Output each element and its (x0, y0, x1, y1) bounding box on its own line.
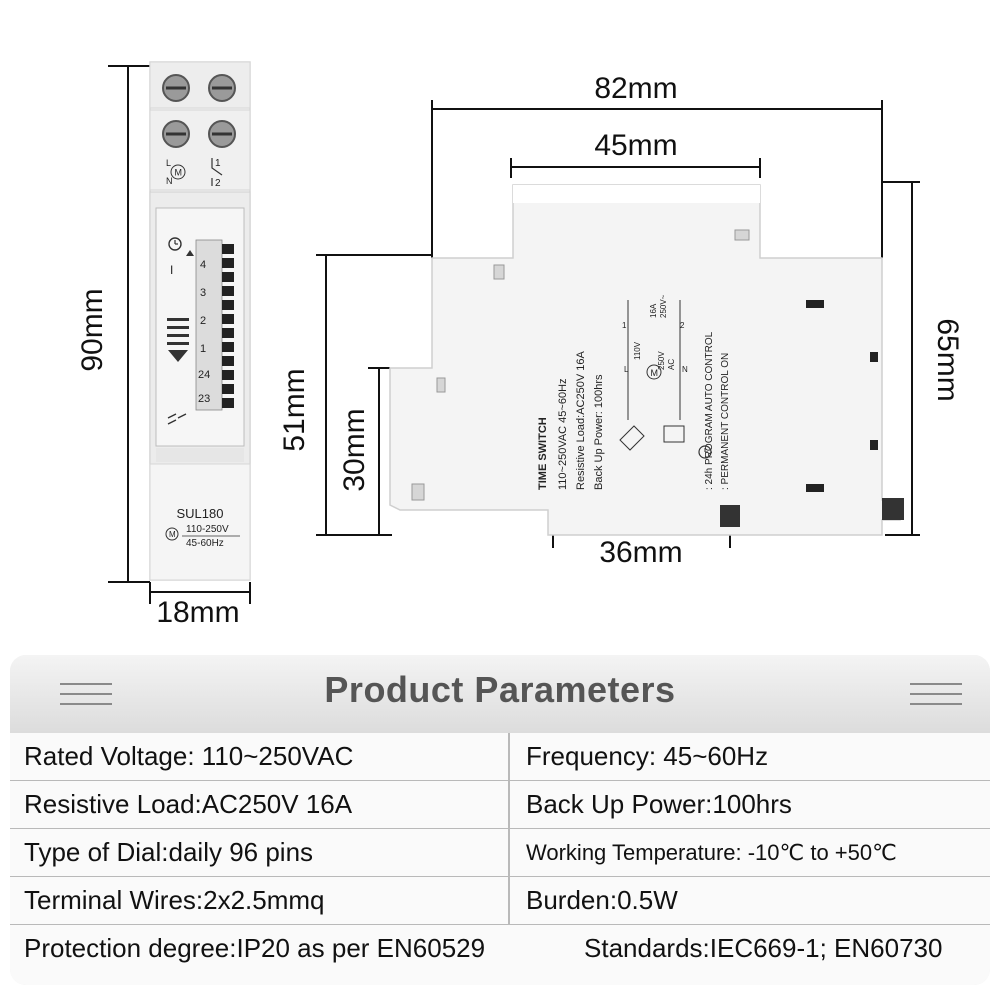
menu-lines-icon (910, 683, 962, 705)
terminal-label-l: L (166, 158, 171, 168)
motor-symbol: M (175, 168, 183, 178)
dim-51mm: 51mm (278, 368, 311, 451)
dim-90mm: 90mm (76, 288, 109, 371)
motor-icon (170, 164, 186, 180)
side-spec-1: 110~250VAC 45~60Hz (557, 378, 569, 490)
screw-icon (162, 74, 190, 102)
wiring-l: L (624, 365, 629, 374)
wiring-load-2: 250V~ (659, 294, 668, 318)
model-label: SUL180 (177, 506, 224, 521)
hand-dial-icon (619, 425, 685, 451)
voltage-label: 110-250V (186, 524, 229, 535)
dial-number: 2 (200, 315, 206, 327)
wiring-n: N (682, 365, 688, 374)
dial-number: 1 (200, 343, 206, 355)
terminal-label-n: N (166, 176, 173, 186)
side-legend-1: : 24h PROGRAM AUTO CONTROL (704, 331, 715, 490)
table-row: Rated Voltage: 110~250VAC Frequency: 45~… (10, 733, 990, 781)
param-backup-power: Back Up Power:100hrs (526, 789, 792, 819)
param-rated-voltage: Rated Voltage: 110~250VAC (24, 741, 354, 771)
params-header: Product Parameters (10, 655, 990, 733)
param-terminal-wires: Terminal Wires:2x2.5mmq (24, 885, 325, 915)
wiring-diagram: M 110V 250V AC 16A 250V~ L N 1 2 (619, 294, 688, 451)
screw-icon (208, 74, 236, 102)
param-working-temperature: Working Temperature: -10℃ to +50℃ (526, 840, 897, 865)
wiring-load-1: 16A (649, 303, 658, 318)
dial-number: 23 (198, 393, 210, 405)
table-row: Type of Dial:daily 96 pins Working Tempe… (10, 829, 990, 877)
wiring-2: 2 (680, 321, 685, 330)
dial-number: 4 (200, 259, 206, 271)
dim-30mm: 30mm (338, 408, 371, 491)
dim-18mm: 18mm (156, 596, 239, 629)
product-parameters-panel: Product Parameters Rated Voltage: 110~25… (10, 655, 990, 985)
dim-65mm: 65mm (931, 318, 964, 401)
dim-36mm: 36mm (599, 536, 682, 569)
frequency-label: 45-60Hz (186, 538, 224, 549)
param-dial-type: Type of Dial:daily 96 pins (24, 837, 314, 867)
terminal-label-2: 2 (215, 178, 221, 189)
side-label: TIME SWITCH 110~250VAC 45~60Hz Resistive… (537, 351, 605, 490)
screw-icon (208, 120, 236, 148)
motor-icon (165, 527, 179, 541)
switch-mark: I (170, 263, 173, 277)
side-view: 82mm 45mm 65mm 51mm 30mm 36mm (278, 72, 964, 569)
params-table: Rated Voltage: 110~250VAC Frequency: 45~… (10, 733, 990, 985)
side-title: TIME SWITCH (537, 417, 549, 490)
table-row: Protection degree:IP20 as per EN60529 St… (10, 925, 990, 972)
side-spec-2: Resistive Load:AC250V 16A (575, 351, 587, 490)
switch-symbol-icon (167, 413, 187, 425)
down-arrow-icon (167, 318, 189, 362)
dim-82mm: 82mm (594, 72, 677, 105)
dim-45mm: 45mm (594, 129, 677, 162)
param-standards: Standards:IEC669-1; EN60730 (584, 933, 943, 963)
wiring-1: 1 (622, 321, 627, 330)
dimension-drawing: 90mm L N M 1 2 (76, 61, 964, 629)
dial-number: 3 (200, 287, 206, 299)
table-row: Resistive Load:AC250V 16A Back Up Power:… (10, 781, 990, 829)
param-burden: Burden:0.5W (526, 885, 678, 915)
param-protection-degree: Protection degree:IP20 as per EN60529 (24, 933, 486, 963)
param-frequency: Frequency: 45~60Hz (526, 741, 769, 771)
menu-lines-icon (60, 683, 112, 705)
param-resistive-load: Resistive Load:AC250V 16A (24, 789, 353, 819)
wiring-ac2: AC (667, 359, 676, 370)
table-row: Terminal Wires:2x2.5mmq Burden:0.5W (10, 877, 990, 925)
motor-icon (646, 364, 662, 380)
front-view: 90mm L N M 1 2 (76, 61, 251, 629)
wiring-ac: 250V (657, 351, 666, 370)
side-legend: : 24h PROGRAM AUTO CONTROL : PERMANENT C… (704, 331, 731, 490)
motor-symbol: M (169, 530, 176, 539)
switch-triangle-icon (186, 250, 194, 256)
screw-icon (162, 120, 190, 148)
params-title: Product Parameters (324, 669, 676, 710)
wiring-motor: M (651, 368, 659, 378)
terminal-label-1: 1 (215, 158, 221, 169)
dial-pins (222, 244, 234, 408)
side-legend-2: : PERMANENT CONTROL ON (720, 353, 731, 490)
side-spec-3: Back Up Power: 100hrs (593, 374, 605, 490)
clock-icon (698, 445, 712, 459)
clock-icon (168, 237, 182, 251)
wiring-voltage: 110V (633, 341, 642, 360)
dial-number: 24 (198, 369, 210, 381)
